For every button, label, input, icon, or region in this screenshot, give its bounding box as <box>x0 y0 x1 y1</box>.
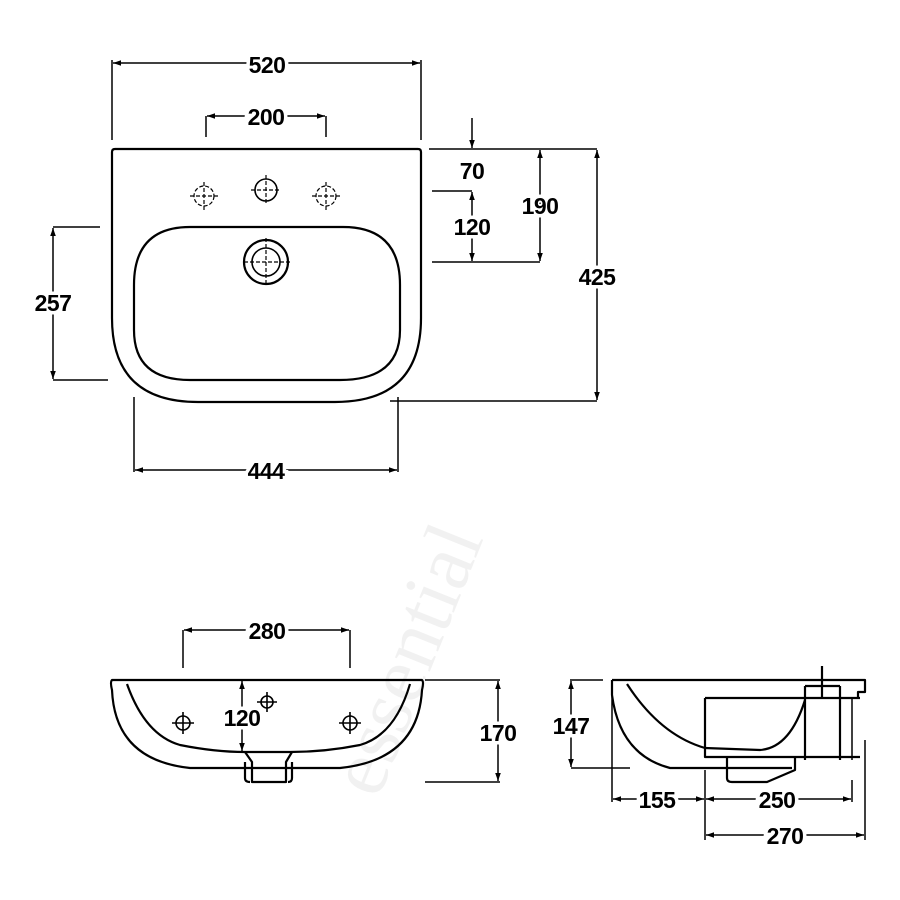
waste-outlet-icon <box>242 238 290 286</box>
dim-bowl-width: 444 <box>248 458 286 484</box>
dim-side-hole-spacing: 280 <box>249 618 286 644</box>
dim-rim-to-waste: 190 <box>522 193 559 219</box>
front-waste <box>243 751 294 784</box>
tap-hole-icon <box>251 175 281 205</box>
dim-overall-height: 170 <box>480 720 517 746</box>
dim-tap-holes-to-waste: 120 <box>454 214 491 240</box>
dim-pedestal-depth: 250 <box>759 787 796 813</box>
front-view: 280 120 170 <box>109 615 520 784</box>
bowl-outline <box>132 225 402 382</box>
dim-overall-depth: 425 <box>579 264 617 290</box>
tap-hole-icon <box>257 692 277 712</box>
dim-overall-width: 520 <box>249 52 286 78</box>
dim-tap-hole-spacing: 200 <box>248 104 285 130</box>
side-outline <box>610 678 867 770</box>
side-view: 147 155 250 270 <box>549 666 867 853</box>
dim-bowl-depth: 257 <box>35 290 72 316</box>
tap-hole-icon <box>339 712 361 734</box>
watermark: essential <box>310 511 500 807</box>
side-waste <box>725 757 797 784</box>
dim-hole-height: 120 <box>224 705 261 731</box>
basin-outline <box>110 147 423 404</box>
tap-hole-icon <box>312 182 340 210</box>
dim-wall-depth: 270 <box>767 823 804 849</box>
plan-view: 520 200 70 120 190 425 257 444 <box>31 49 620 488</box>
dim-side-height: 147 <box>553 713 590 739</box>
tap-hole-icon <box>172 712 194 734</box>
dim-front-to-pedestal: 155 <box>639 787 677 813</box>
dim-rim-to-tap-holes: 70 <box>460 158 485 184</box>
front-outline <box>109 678 425 770</box>
tap-hole-icon <box>190 182 218 210</box>
